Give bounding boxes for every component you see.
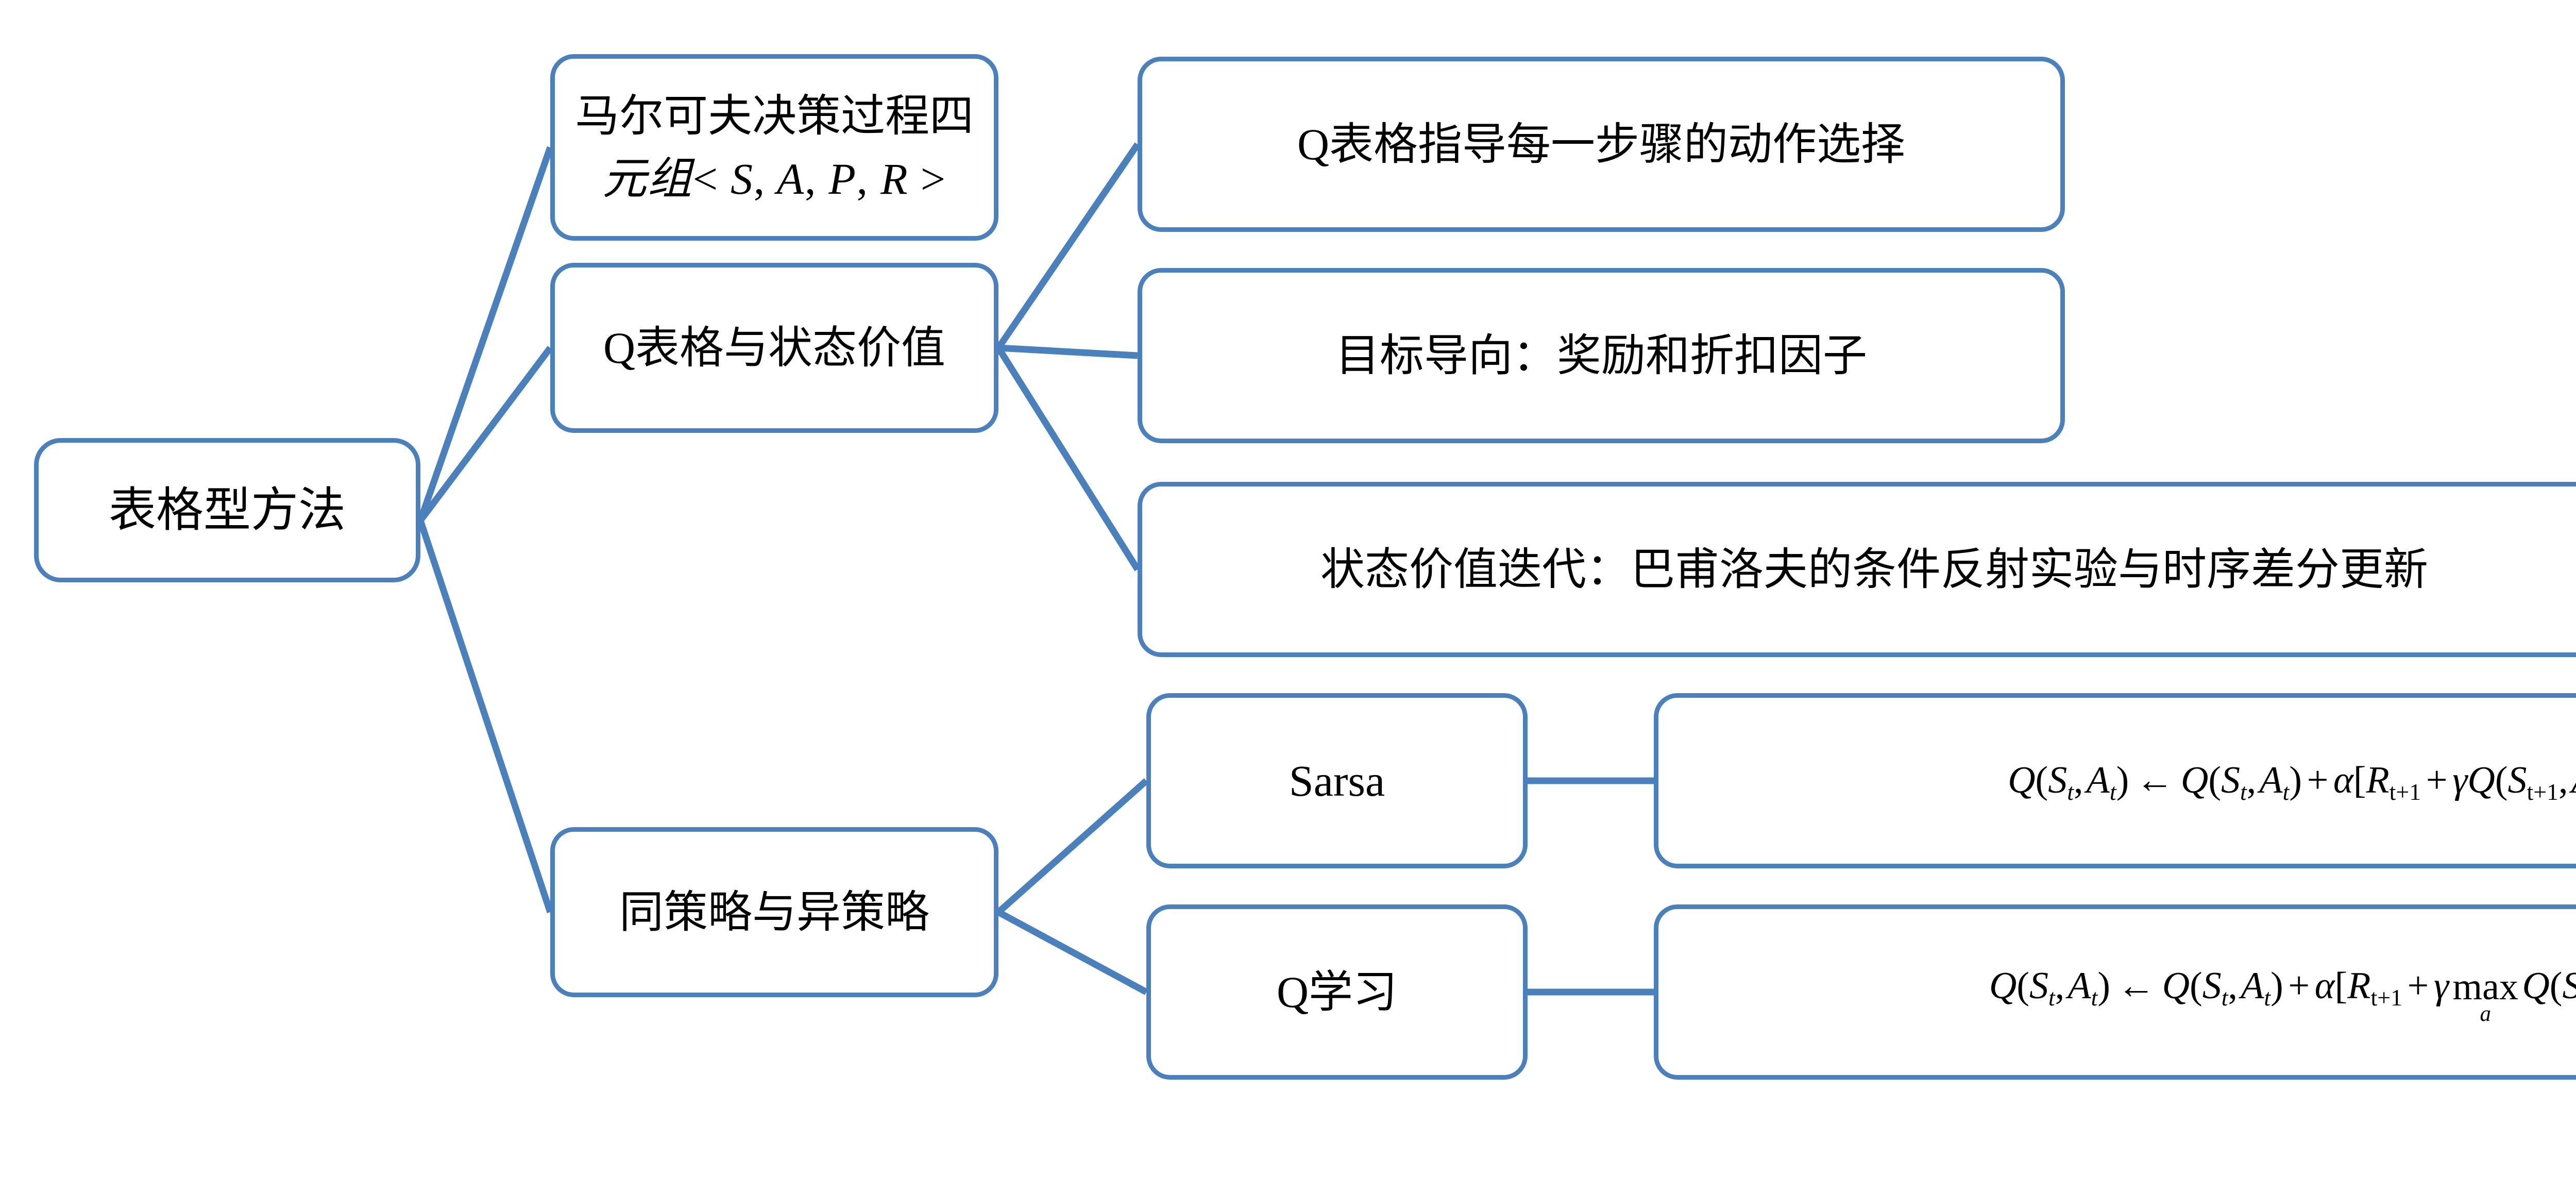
- node-label-tabular-methods: 表格型方法: [108, 483, 346, 536]
- node-label-sarsa: Sarsa: [1289, 756, 1385, 805]
- q-learning-equation-content: Q(St, At)←Q(St, At)+α[Rt+1+γmaxaQ(St+1, …: [1989, 965, 2576, 1027]
- node-q-learning[interactable]: Q学习: [1146, 904, 1528, 1080]
- node-label-qtable-guides-action: Q表格指导每一步骤的动作选择: [1297, 119, 1906, 169]
- edge-qtable-to-goal: [998, 344, 1138, 359]
- edge-root-to-qtable: [417, 346, 553, 523]
- edge-policy-to-qlearn: [996, 909, 1148, 995]
- node-onpolicy-offpolicy[interactable]: 同策略与异策略: [550, 827, 998, 997]
- edge-policy-to-sarsa: [996, 778, 1149, 915]
- node-tabular-methods[interactable]: 表格型方法: [34, 438, 420, 582]
- max-operator-label: max: [2452, 965, 2518, 1008]
- node-label-mdp-tuple: 马尔可夫决策过程四元组< S, A, P, R >: [562, 85, 987, 210]
- node-qtable-state-value[interactable]: Q表格与状态价值: [550, 263, 998, 433]
- mdp-line-1: 马尔可夫决策过程四: [575, 91, 974, 141]
- node-goal-reward-discount[interactable]: 目标导向：奖励和折扣因子: [1138, 268, 2065, 443]
- mdp-line-2: 元组< S, A, P, R >: [602, 154, 946, 204]
- node-mdp-tuple[interactable]: 马尔可夫决策过程四元组< S, A, P, R >: [550, 54, 998, 241]
- node-state-value-iteration[interactable]: 状态价值迭代：巴甫洛夫的条件反射实验与时序差分更新: [1138, 482, 2576, 657]
- node-sarsa-equation[interactable]: Q(St, At)←Q(St, At)+α[Rt+1+γQ(St+1, At+1…: [1654, 693, 2576, 868]
- node-label-onpolicy-offpolicy: 同策略与异策略: [619, 887, 929, 937]
- node-label-state-value-iteration: 状态价值迭代：巴甫洛夫的条件反射实验与时序差分更新: [1320, 544, 2428, 594]
- node-q-learning-equation[interactable]: Q(St, At)←Q(St, At)+α[Rt+1+γmaxaQ(St+1, …: [1654, 904, 2576, 1080]
- sarsa-equation-content: Q(St, At)←Q(St, At)+α[Rt+1+γQ(St+1, At+1…: [2008, 759, 2576, 805]
- edge-qtable-to-valueiter: [995, 346, 1141, 572]
- max-operator-subscript: a: [2480, 1002, 2491, 1027]
- node-label-q-learning: Q学习: [1276, 967, 1398, 1017]
- edge-qtable-to-qguide: [995, 142, 1141, 350]
- edge-root-to-mdp: [417, 146, 554, 522]
- node-label-qtable-state-value: Q表格与状态价值: [603, 323, 946, 373]
- node-label-goal-reward-discount: 目标导向：奖励和折扣因子: [1335, 330, 1867, 380]
- node-sarsa[interactable]: Sarsa: [1146, 693, 1528, 868]
- edge-root-to-policy: [417, 519, 554, 914]
- node-qtable-guides-action[interactable]: Q表格指导每一步骤的动作选择: [1138, 57, 2065, 232]
